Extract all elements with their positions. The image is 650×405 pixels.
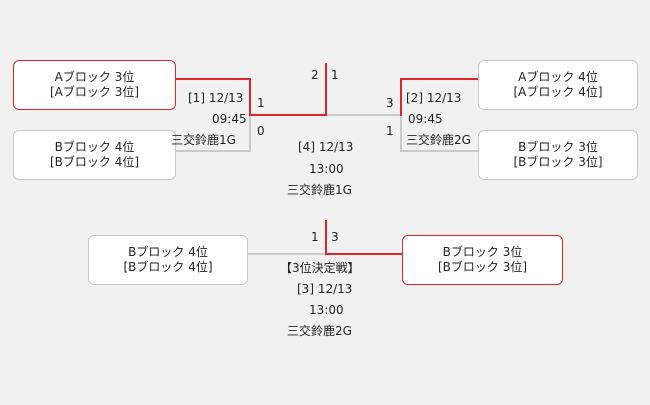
- team-name: Bブロック 3位: [442, 245, 523, 259]
- team-sub: [Bブロック 4位]: [49, 155, 140, 169]
- team-sub: [Aブロック 3位]: [49, 85, 140, 99]
- match1-label: [1] 12/13: [188, 91, 244, 105]
- match1-score-top: 1: [257, 96, 265, 110]
- bracket-line-win: [327, 253, 402, 255]
- bracket-line-win: [249, 78, 251, 116]
- team-box-a4: Aブロック 4位 [Aブロック 4位]: [478, 60, 638, 110]
- bracket-line: [248, 253, 327, 255]
- match1-score-bottom: 0: [257, 124, 265, 138]
- team-sub: [Bブロック 3位]: [513, 155, 603, 169]
- third-place-label: [3] 12/13: [297, 282, 353, 296]
- bracket-line-win: [325, 220, 327, 255]
- bracket-line-win: [249, 114, 327, 116]
- team-name: Bブロック 4位: [128, 245, 208, 259]
- final-venue: 三交鈴鹿1G: [287, 183, 352, 197]
- bracket-line-win: [400, 78, 478, 80]
- third-place-title: 【3位決定戦】: [280, 261, 360, 275]
- bracket-line: [327, 114, 402, 116]
- third-place-time: 13:00: [309, 303, 344, 317]
- third-score-left: 1: [311, 230, 319, 244]
- match2-time: 09:45: [408, 112, 443, 126]
- team-sub: [Bブロック 4位]: [123, 260, 213, 274]
- team-box-b3: Bブロック 3位 [Bブロック 3位]: [478, 130, 638, 180]
- third-score-right: 3: [331, 230, 339, 244]
- third-place-venue: 三交鈴鹿2G: [287, 324, 352, 338]
- bracket-line-win: [400, 78, 402, 116]
- bracket-line: [400, 116, 402, 152]
- bracket-line: [176, 150, 251, 152]
- team-box-a3: Aブロック 3位 [Aブロック 3位]: [13, 60, 176, 110]
- final-score-left: 2: [311, 68, 319, 82]
- final-time: 13:00: [309, 162, 344, 176]
- match2-score-bottom: 1: [386, 124, 394, 138]
- final-score-right: 1: [331, 68, 339, 82]
- match2-venue: 三交鈴鹿2G: [406, 133, 471, 147]
- bracket-line: [249, 116, 251, 152]
- team-name: Bブロック 4位: [54, 140, 135, 154]
- match2-label: [2] 12/13: [406, 91, 462, 105]
- team-name: Bブロック 3位: [518, 140, 598, 154]
- team-sub: [Bブロック 3位]: [437, 260, 528, 274]
- match1-time: 09:45: [212, 112, 247, 126]
- team-box-third-right: Bブロック 3位 [Bブロック 3位]: [402, 235, 563, 285]
- team-sub: [Aブロック 4位]: [513, 85, 603, 99]
- team-box-third-left: Bブロック 4位 [Bブロック 4位]: [88, 235, 248, 285]
- bracket-line-win: [325, 63, 327, 116]
- team-box-b4: Bブロック 4位 [Bブロック 4位]: [13, 130, 176, 180]
- team-name: Aブロック 3位: [54, 70, 135, 84]
- bracket-line-win: [176, 78, 251, 80]
- final-label: [4] 12/13: [298, 140, 354, 154]
- bracket-line: [400, 150, 478, 152]
- team-name: Aブロック 4位: [518, 70, 598, 84]
- match2-score-top: 3: [386, 96, 394, 110]
- match1-venue: 三交鈴鹿1G: [171, 133, 236, 147]
